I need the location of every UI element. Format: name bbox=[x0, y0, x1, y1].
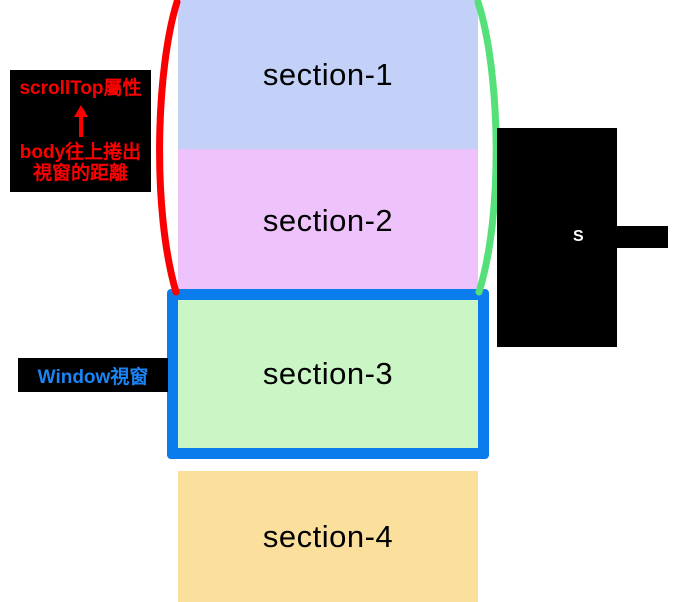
section-label-2: section-2 bbox=[262, 202, 394, 238]
window-viewport-frame bbox=[167, 289, 489, 459]
scrolltop-description-line2: 視窗的距離 bbox=[32, 163, 128, 184]
left-brace-icon bbox=[156, 0, 181, 296]
window-annotation: Window視窗 bbox=[18, 358, 168, 392]
scrolltop-annotation: scrollTop屬性 body往上捲出 視窗的距離 bbox=[10, 70, 151, 192]
section-block-2: section-2 bbox=[178, 149, 478, 292]
scrolltop-heading: scrollTop屬性 bbox=[19, 78, 142, 99]
section-block-3: section-3 bbox=[178, 299, 478, 449]
up-arrow-icon bbox=[73, 105, 88, 137]
section-block-4: section-4 bbox=[178, 471, 478, 602]
right-brace-icon bbox=[474, 0, 500, 296]
section-label-1: section-1 bbox=[262, 56, 394, 92]
redacted-annotation-text: S bbox=[573, 228, 584, 245]
section-label-4: section-4 bbox=[262, 518, 394, 554]
section-label-3: section-3 bbox=[262, 356, 394, 391]
window-annotation-label: Window視窗 bbox=[37, 366, 149, 388]
section-block-1: section-1 bbox=[178, 0, 478, 149]
scrolltop-description-line1: body往上捲出 bbox=[19, 142, 142, 163]
redaction-bar bbox=[586, 226, 668, 248]
